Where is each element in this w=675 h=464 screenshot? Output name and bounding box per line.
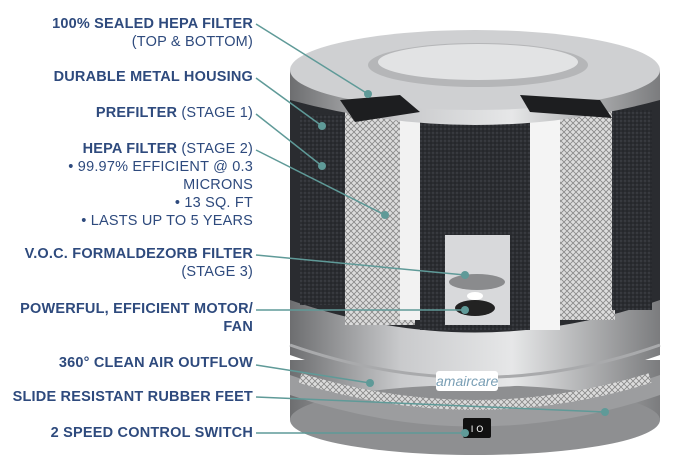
label-title: POWERFUL, EFFICIENT MOTOR/ [20, 301, 253, 317]
label-outflow: 360° CLEAN AIR OUTFLOW [59, 354, 253, 372]
label-subtitle: (STAGE 3) [181, 264, 253, 280]
leader-dot [461, 306, 469, 314]
filter-body [290, 95, 660, 333]
label-title: 360° CLEAN AIR OUTFLOW [58, 355, 253, 371]
brand-logo: amaircare [436, 371, 499, 391]
leader-line [255, 23, 369, 95]
label-title: SLIDE RESISTANT RUBBER FEET [12, 389, 253, 405]
label-bullet: MICRONS [183, 177, 253, 193]
label-title: HEPA FILTER [82, 141, 178, 157]
leader-line [255, 149, 386, 216]
leader-line [255, 113, 323, 167]
leader-line [255, 254, 466, 276]
label-subtitle: (STAGE 2) [181, 141, 253, 157]
label-speed-switch: 2 SPEED CONTROL SWITCH [51, 424, 253, 442]
label-bullet: • LASTS UP TO 5 YEARS [81, 213, 253, 229]
label-motor: POWERFUL, EFFICIENT MOTOR/ FAN [20, 300, 253, 336]
svg-text:I O: I O [471, 425, 484, 435]
leader-line [255, 396, 606, 413]
label-voc-filter: V.O.C. FORMALDEZORB FILTER (STAGE 3) [25, 245, 253, 281]
label-bullet: • 99.97% EFFICIENT @ 0.3 [68, 159, 253, 175]
label-title: 2 SPEED CONTROL SWITCH [50, 425, 253, 441]
leader-dot [364, 90, 372, 98]
label-metal-housing: DURABLE METAL HOUSING [54, 68, 253, 86]
top-housing [290, 30, 660, 125]
label-bullet: • 13 SQ. FT [174, 195, 253, 211]
label-prefilter: PREFILTER (STAGE 1) [96, 104, 253, 122]
leader-dot [381, 211, 389, 219]
label-title: PREFILTER [95, 105, 178, 121]
label-subtitle: (TOP & BOTTOM) [131, 34, 253, 50]
label-subtitle: (STAGE 1) [181, 105, 253, 121]
leader-dot [366, 379, 374, 387]
leader-dot [318, 122, 326, 130]
label-rubber-feet: SLIDE RESISTANT RUBBER FEET [13, 388, 253, 406]
leader-dot [601, 408, 609, 416]
leader-dot [318, 162, 326, 170]
label-title: V.O.C. FORMALDEZORB FILTER [24, 246, 253, 262]
leader-line [255, 77, 323, 127]
label-title: 100% SEALED HEPA FILTER [52, 16, 253, 32]
leader-dot [461, 271, 469, 279]
label-title: DURABLE METAL HOUSING [53, 69, 253, 85]
speed-switch: I O [463, 418, 491, 438]
label-sealed-hepa: 100% SEALED HEPA FILTER (TOP & BOTTOM) [52, 15, 253, 51]
leader-line [255, 364, 371, 384]
label-hepa-filter: HEPA FILTER (STAGE 2) • 99.97% EFFICIENT… [68, 140, 253, 230]
leader-dot [461, 429, 469, 437]
label-title-cont: FAN [223, 319, 253, 335]
